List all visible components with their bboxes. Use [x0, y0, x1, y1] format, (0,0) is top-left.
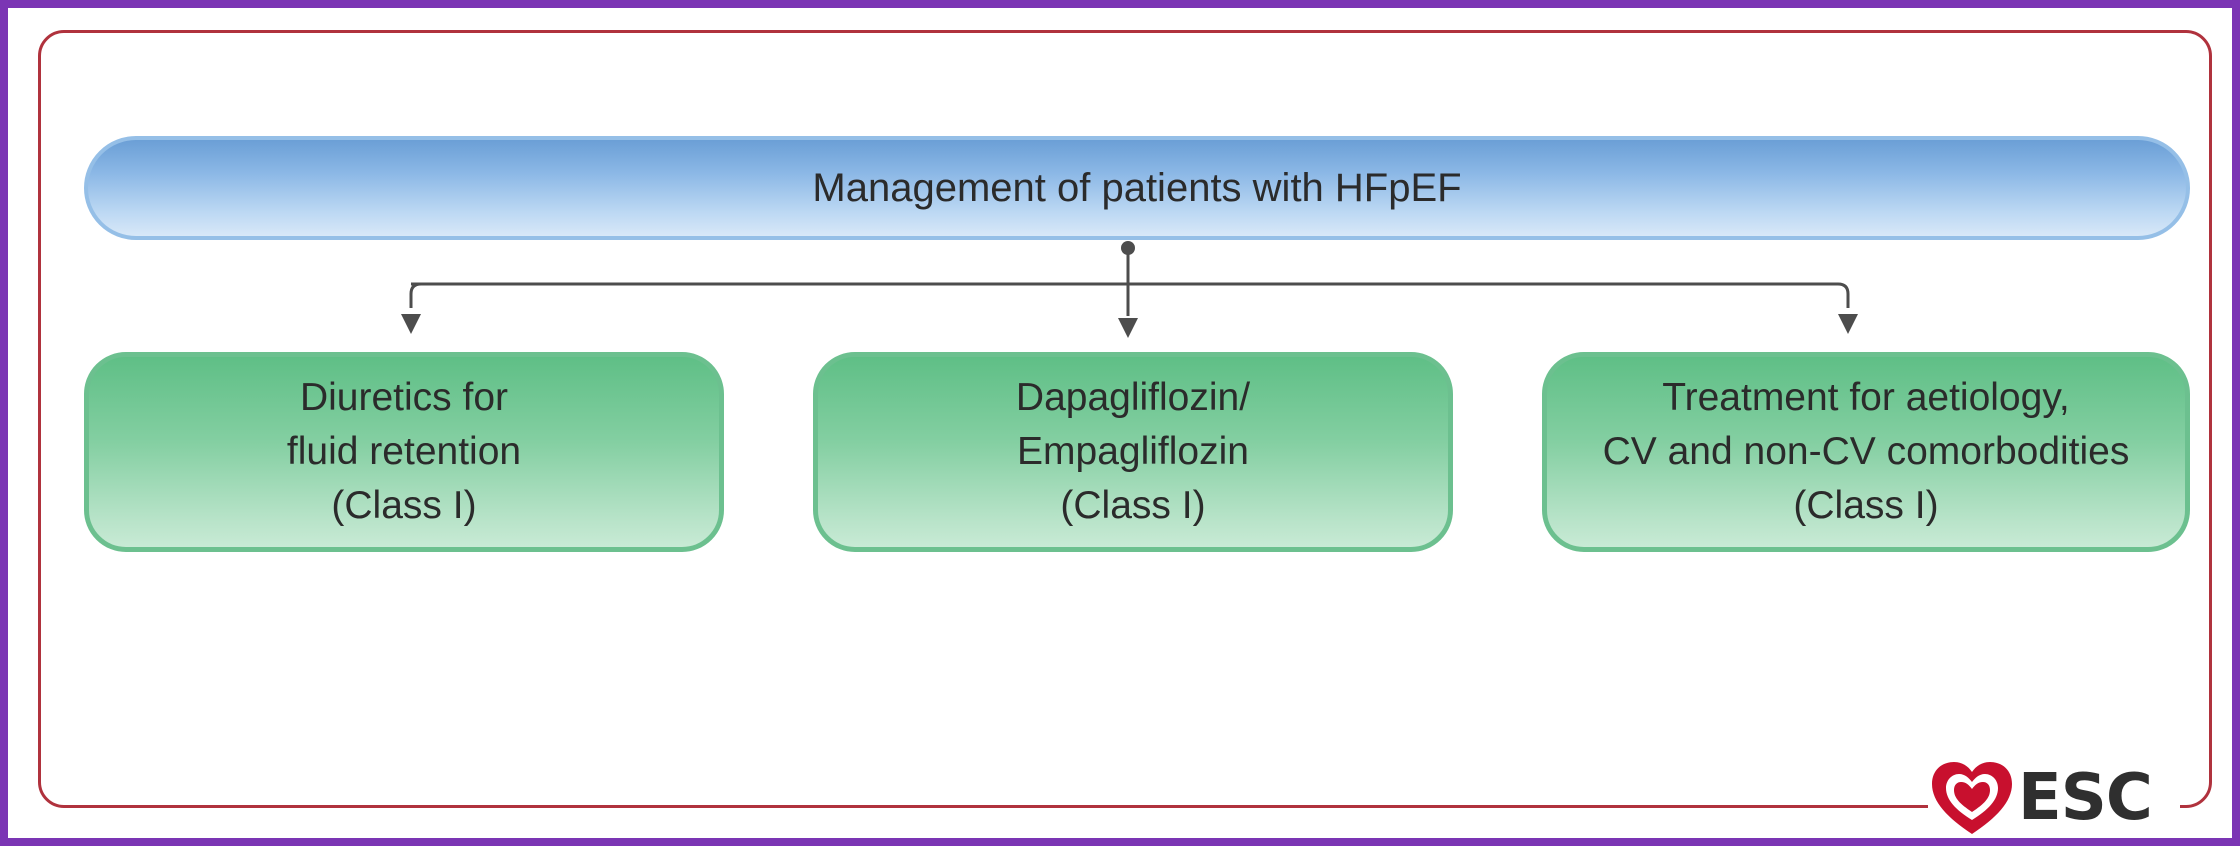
box-line: (Class I)	[1793, 484, 1939, 527]
box-line: CV and non-CV comorbodities	[1602, 430, 2130, 473]
box-sglt2-inhibitors: Dapagliflozin/ Empagliflozin (Class I)	[813, 352, 1453, 552]
top-node-label: Management of patients with HFpEF	[812, 165, 1462, 210]
arrowhead-center	[1118, 318, 1138, 338]
arrowhead-left	[401, 314, 421, 334]
box-line: (Class I)	[1060, 484, 1206, 527]
box-diuretics: Diuretics for fluid retention (Class I)	[84, 352, 724, 552]
esc-logo: ESC	[1928, 758, 2180, 838]
diagram-canvas: Management of patients with HFpEF Diuret…	[8, 8, 2232, 838]
box-aetiology-comorbidities: Treatment for aetiology, CV and non-CV c…	[1542, 352, 2190, 552]
top-node-management: Management of patients with HFpEF	[84, 136, 2190, 240]
esc-heart-icon	[1932, 762, 2012, 834]
connector-junction-dot	[1121, 241, 1135, 255]
connector-horizontal	[411, 282, 1850, 308]
box-line: fluid retention	[286, 430, 522, 473]
box-line: Treatment for aetiology,	[1662, 376, 2070, 419]
connector-lines	[401, 241, 1858, 338]
box-line: Diuretics for	[299, 376, 509, 419]
box-line: Dapagliflozin/	[1015, 376, 1251, 419]
esc-logo-text: ESC	[2018, 761, 2153, 835]
box-line: (Class I)	[331, 484, 477, 527]
box-line: Empagliflozin	[1017, 430, 1249, 473]
diagram-frame	[38, 30, 2212, 808]
connector-left	[409, 282, 422, 308]
arrowhead-right	[1838, 314, 1858, 334]
